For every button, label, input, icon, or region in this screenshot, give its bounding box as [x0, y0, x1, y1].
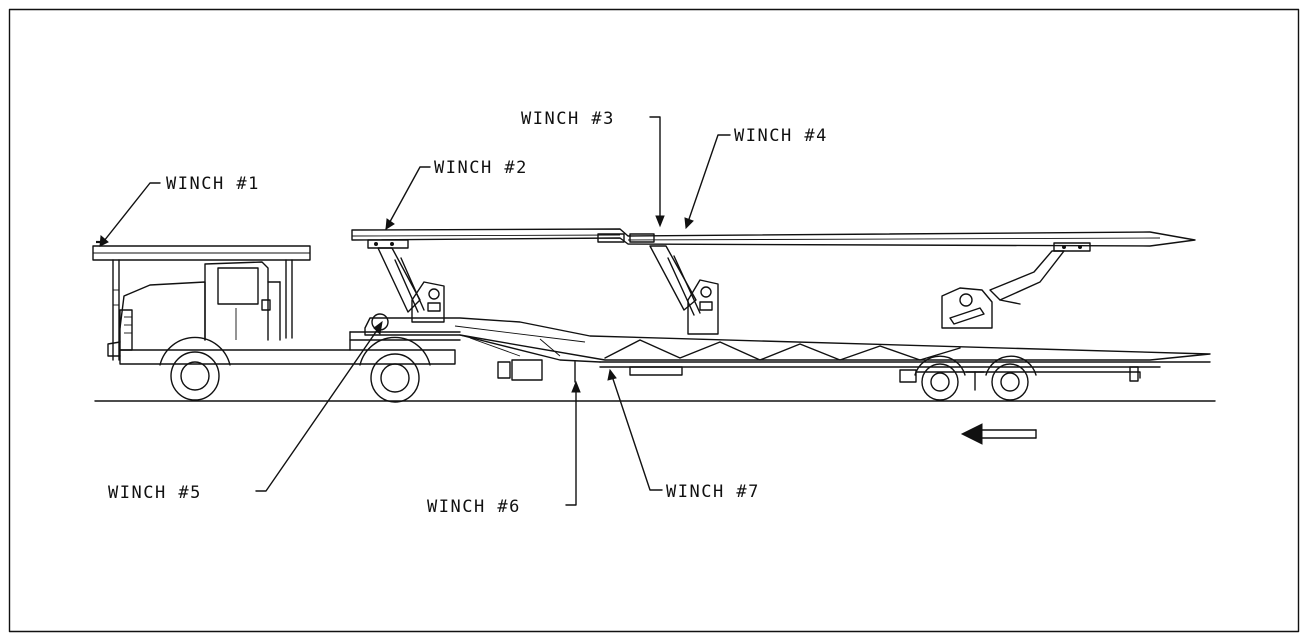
winch-3-label: WINCH #3 [521, 109, 615, 129]
rear-lift-arm [941, 250, 1065, 329]
upper-deck [351, 228, 1196, 252]
winch-7-label: WINCH #7 [666, 482, 760, 502]
leader-lines [99, 116, 731, 506]
diagram-frame [8, 8, 1300, 633]
winch-1-label: WINCH #1 [166, 174, 260, 194]
arrow-left-icon [960, 423, 1037, 445]
front-lift-arm [377, 247, 445, 323]
winch-5-label: WINCH #5 [108, 483, 202, 503]
tow-truck [92, 240, 461, 403]
winch-6-label: WINCH #6 [427, 497, 521, 517]
winch-4-label: WINCH #4 [734, 126, 828, 146]
winch-2-label: WINCH #2 [434, 158, 528, 178]
middle-lift-arm [649, 245, 719, 335]
trailer [364, 317, 1211, 401]
